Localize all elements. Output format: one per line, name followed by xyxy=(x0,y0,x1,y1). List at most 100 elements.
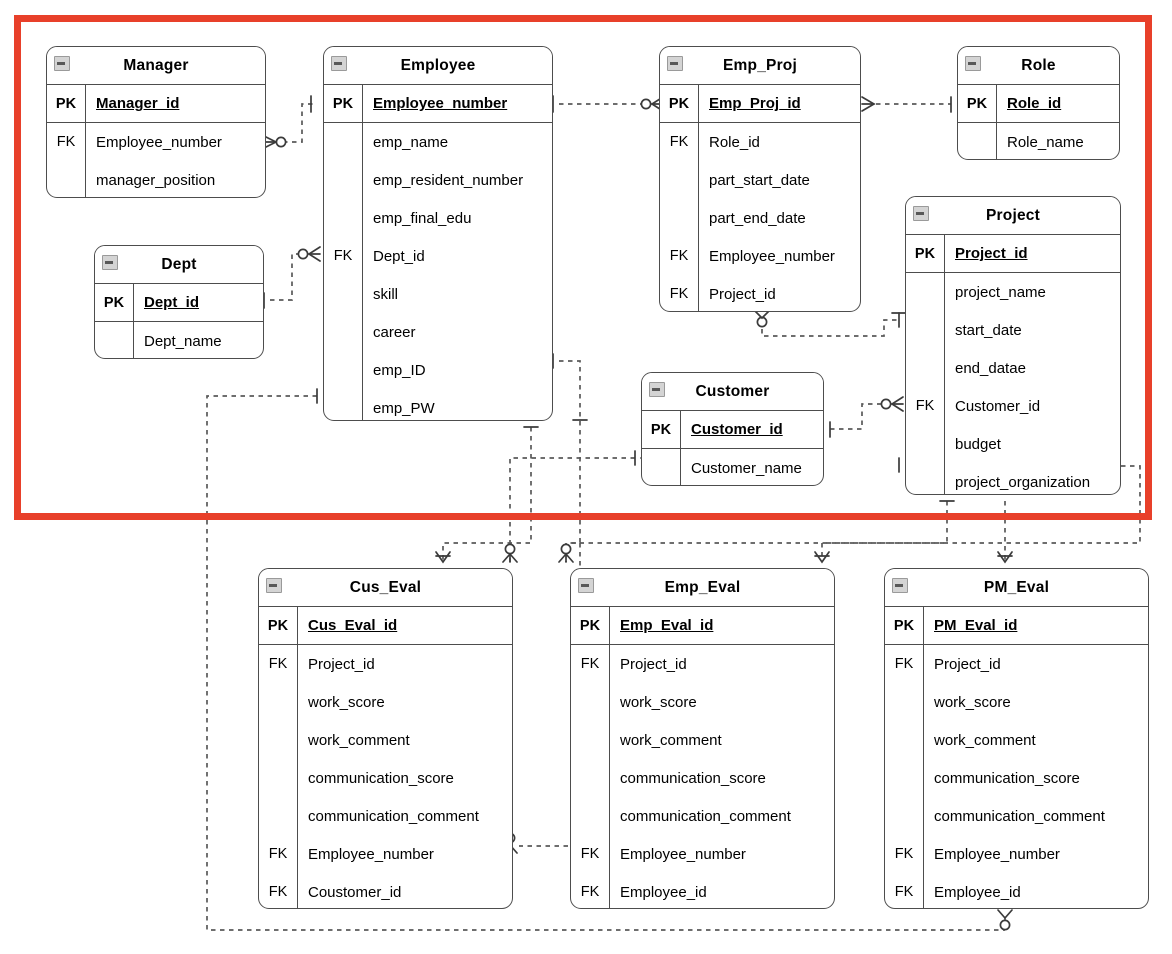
attribute-row[interactable]: work_score xyxy=(571,683,834,721)
attribute-label: Dept_id xyxy=(144,294,200,311)
attribute-name: career xyxy=(362,313,552,351)
attribute-row[interactable]: communication_comment xyxy=(259,797,512,835)
attribute-row[interactable]: communication_score xyxy=(259,759,512,797)
attribute-row[interactable]: communication_score xyxy=(571,759,834,797)
collapse-minus-icon[interactable] xyxy=(266,578,282,593)
collapse-minus-icon[interactable] xyxy=(331,56,347,71)
attribute-label: Coustomer_id xyxy=(308,883,402,901)
entity-name-label: PM_Eval xyxy=(983,579,1050,596)
attribute-row[interactable]: communication_comment xyxy=(885,797,1148,835)
attribute-row[interactable]: emp_name xyxy=(324,123,552,161)
collapse-minus-icon[interactable] xyxy=(892,578,908,593)
key-badge: FK xyxy=(580,846,600,862)
attribute-row[interactable]: emp_final_edu xyxy=(324,199,552,237)
collapse-minus-icon[interactable] xyxy=(54,56,70,71)
attribute-row[interactable]: communication_comment xyxy=(571,797,834,835)
attribute-row[interactable]: emp_resident_number xyxy=(324,161,552,199)
entity-title-manager: Manager xyxy=(47,47,265,85)
entity-name-label: Project xyxy=(986,207,1040,224)
attribute-row[interactable]: work_comment xyxy=(259,721,512,759)
collapse-minus-icon[interactable] xyxy=(913,206,929,221)
attribute-label: Project_id xyxy=(955,245,1028,262)
key-badge xyxy=(958,123,996,159)
attribute-row[interactable]: skill xyxy=(324,275,552,313)
key-badge xyxy=(259,797,297,835)
key-badge xyxy=(259,759,297,797)
attribute-row[interactable]: work_comment xyxy=(571,721,834,759)
attribute-row[interactable]: emp_ID xyxy=(324,351,552,389)
entity-title-role: Role xyxy=(958,47,1119,85)
key-badge xyxy=(660,161,698,199)
attribute-row[interactable]: work_comment xyxy=(885,721,1148,759)
attribute-row[interactable]: work_score xyxy=(259,683,512,721)
attribute-row[interactable]: career xyxy=(324,313,552,351)
collapse-minus-icon[interactable] xyxy=(965,56,981,71)
wire-employee-cuseval xyxy=(442,427,532,562)
card-many-empproj-right xyxy=(861,96,876,112)
key-badge: PK xyxy=(914,245,936,262)
attribute-row[interactable]: communication_score xyxy=(885,759,1148,797)
collapse-minus-icon[interactable] xyxy=(667,56,683,71)
attribute-name: communication_comment xyxy=(297,797,512,835)
attribute-row[interactable]: part_end_date xyxy=(660,199,860,237)
attribute-row[interactable]: project_organization xyxy=(906,463,1120,494)
attribute-row[interactable]: emp_PW xyxy=(324,389,552,420)
attribute-row[interactable]: manager_position xyxy=(47,161,265,197)
attribute-row[interactable]: work_score xyxy=(885,683,1148,721)
attribute-row[interactable]: project_name xyxy=(906,273,1120,311)
entity-title-dept: Dept xyxy=(95,246,263,284)
card-zero-or-many-project-customer xyxy=(880,396,904,412)
attribute-row[interactable]: PK Project_id xyxy=(906,235,1120,273)
collapse-minus-icon[interactable] xyxy=(649,382,665,397)
attribute-row[interactable]: part_start_date xyxy=(660,161,860,199)
collapse-minus-icon[interactable] xyxy=(102,255,118,270)
attribute-label: emp_final_edu xyxy=(373,209,472,227)
attribute-row[interactable]: Role_name xyxy=(958,123,1119,159)
attribute-row[interactable]: Customer_name xyxy=(642,449,823,485)
attribute-row[interactable]: Dept_name xyxy=(95,322,263,358)
collapse-minus-icon[interactable] xyxy=(578,578,594,593)
attribute-row[interactable]: start_date xyxy=(906,311,1120,349)
key-badge: PK xyxy=(668,95,690,112)
attribute-row[interactable]: end_datae xyxy=(906,349,1120,387)
wire-customer-cuseval xyxy=(509,457,635,562)
attribute-row[interactable]: budget xyxy=(906,425,1120,463)
attribute-name: Dept_id xyxy=(362,237,552,275)
